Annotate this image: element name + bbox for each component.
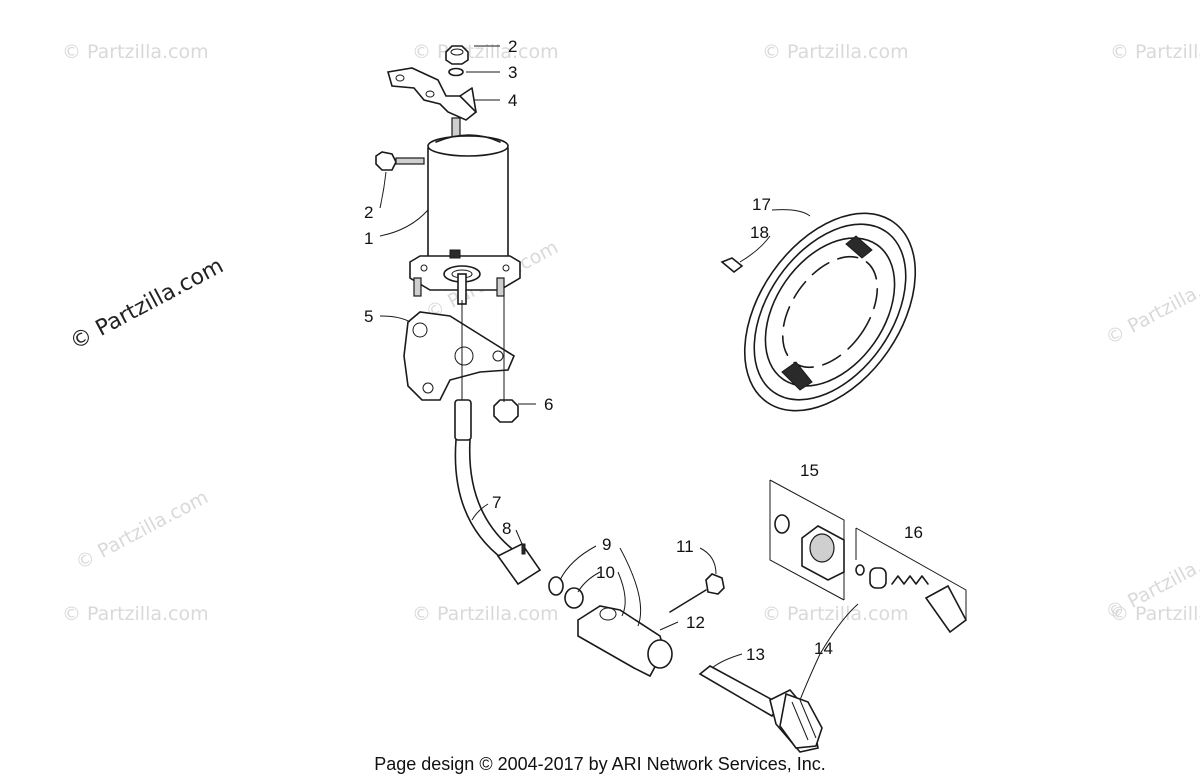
assembly-lines (461, 296, 505, 402)
callout-labels: 2 3 4 2 1 5 6 7 8 9 10 11 12 13 14 15 16… (364, 37, 923, 664)
callout-3: 3 (508, 63, 517, 82)
callout-18: 18 (750, 223, 769, 242)
part-5-mounting-plate (403, 311, 516, 401)
part-3-washer (448, 67, 464, 77)
part-11-bolt (669, 573, 725, 613)
callout-10: 10 (596, 563, 615, 582)
callout-11: 11 (676, 537, 694, 556)
part-6-nut (493, 399, 519, 423)
callout-15: 15 (800, 461, 819, 480)
callout-8: 8 (502, 519, 511, 538)
callout-1: 1 (364, 229, 373, 248)
page-footer-copyright: Page design © 2004-2017 by ARI Network S… (374, 754, 826, 774)
callout-7: 7 (492, 493, 501, 512)
part-18-screw (720, 257, 744, 274)
watermark-text: © Partzilla.com (72, 486, 212, 574)
watermark-text: © Partzilla.com (1110, 41, 1200, 63)
part-12-housing (577, 605, 673, 678)
callout-16: 16 (904, 523, 923, 542)
part-8-pin (521, 543, 526, 555)
callout-9: 9 (602, 535, 611, 554)
part-7-cable (454, 399, 542, 586)
watermark-text: © Partzilla.com (1102, 261, 1200, 349)
part-4-bracket (386, 67, 478, 121)
part-14-pinion (779, 692, 823, 749)
callout-4: 4 (508, 91, 517, 110)
part-15-group (769, 479, 845, 601)
part-2-nut-top (445, 45, 469, 65)
part-2-side-bolt (375, 151, 425, 171)
watermark-text: © Partzilla.com (1110, 603, 1200, 625)
callout-14: 14 (814, 639, 833, 658)
watermark-text: © Partzilla.com (62, 41, 209, 63)
callout-2-top: 2 (508, 37, 517, 56)
leader-lines (379, 45, 859, 701)
watermark-text: © Partzilla.com (762, 41, 909, 63)
part-16-group (855, 527, 968, 634)
callout-12: 12 (686, 613, 705, 632)
watermark-text: © Partzilla.com (762, 603, 909, 625)
callout-17: 17 (752, 195, 771, 214)
part-1-starter-motor (409, 134, 521, 305)
watermark-text: © Partzilla.com (62, 603, 209, 625)
watermark-primary-text: © Partzilla.com (66, 254, 228, 356)
callout-6: 6 (544, 395, 553, 414)
callout-13: 13 (746, 645, 765, 664)
watermark-layer: © Partzilla.com © Partzilla.com © Partzi… (62, 41, 1200, 625)
callout-2-side: 2 (364, 203, 373, 222)
watermark-text: © Partzilla.com (412, 603, 559, 625)
watermark-text: © Partzilla.com (412, 41, 559, 63)
callout-5: 5 (364, 307, 373, 326)
part-17-ring-gear (743, 212, 917, 412)
